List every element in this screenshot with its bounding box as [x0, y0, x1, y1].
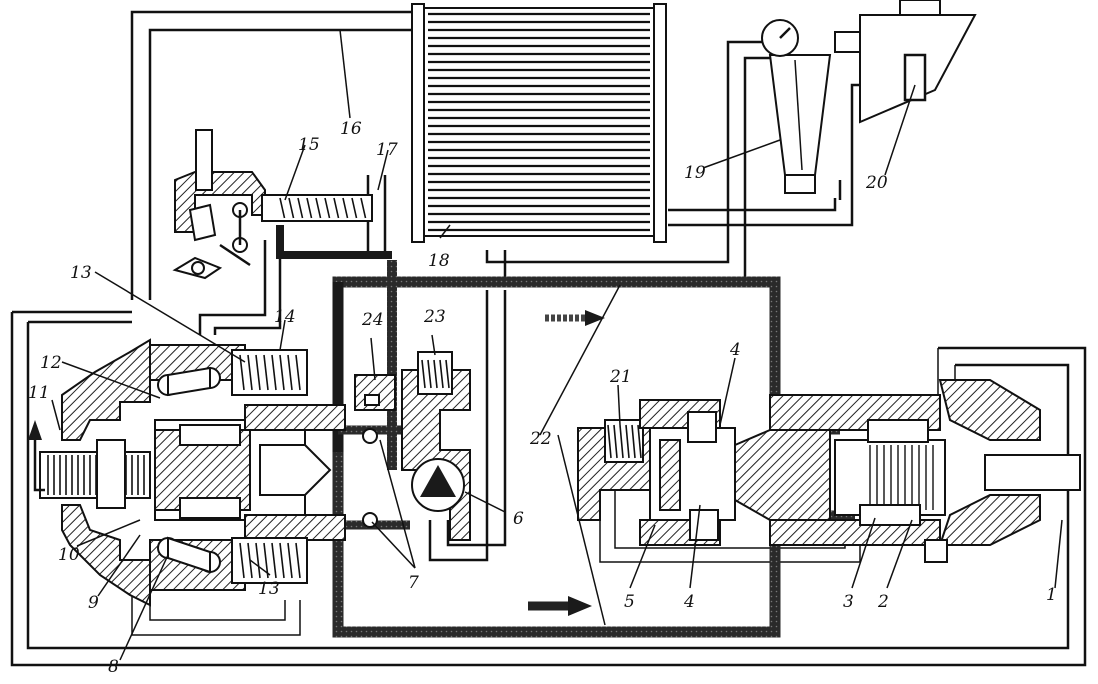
- label-9: 9: [88, 593, 99, 613]
- label-23: 23: [423, 307, 446, 327]
- right-coupling: [577, 379, 1081, 563]
- label-21: 21: [609, 367, 632, 387]
- part-labels: 1 2 3 4 4 5 6 7 8 9 10 11 12 13 13 14 15…: [28, 119, 1057, 677]
- label-17: 17: [376, 140, 398, 160]
- label-24: 24: [361, 310, 384, 330]
- pump-assembly: [354, 351, 471, 541]
- label-4b: 4: [683, 592, 695, 612]
- label-3: 3: [843, 592, 854, 612]
- label-20: 20: [865, 173, 888, 193]
- oil-reservoir: [859, 0, 977, 124]
- label-15: 15: [298, 135, 320, 155]
- label-16: 16: [340, 119, 362, 139]
- label-2: 2: [877, 592, 889, 612]
- label-14: 14: [274, 307, 296, 327]
- control-valve: [172, 129, 373, 280]
- oil-piping: [10, 10, 1087, 667]
- label-6: 6: [513, 509, 524, 529]
- label-22: 22: [529, 429, 552, 449]
- label-12: 12: [40, 353, 62, 373]
- label-13a: 13: [70, 263, 92, 283]
- label-4a: 4: [729, 340, 741, 360]
- radiator: [411, 3, 667, 243]
- oil-filter: [761, 19, 864, 194]
- label-7: 7: [408, 573, 419, 593]
- label-11: 11: [28, 383, 50, 403]
- label-8: 8: [108, 657, 119, 677]
- label-13b: 13: [258, 579, 280, 599]
- label-1: 1: [1046, 585, 1057, 605]
- leader-lines: [51, 29, 1063, 661]
- left-coupling: [28, 338, 346, 607]
- label-10: 10: [58, 545, 80, 565]
- label-18: 18: [428, 251, 450, 271]
- label-5: 5: [624, 592, 635, 612]
- label-19: 19: [684, 163, 706, 183]
- pressure-circuit: [276, 225, 855, 638]
